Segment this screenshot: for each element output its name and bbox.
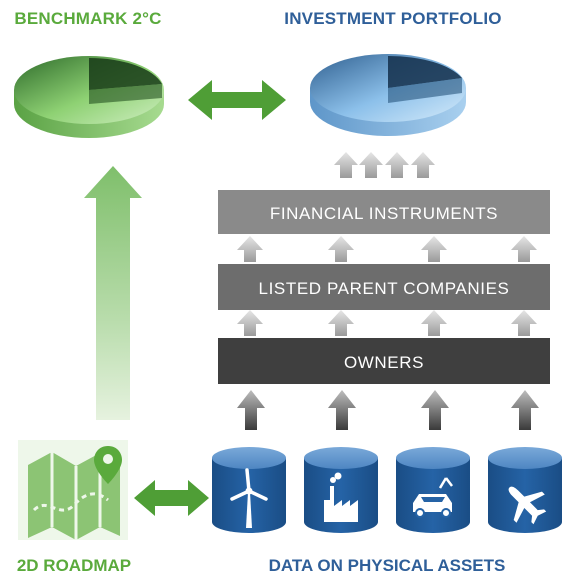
double-arrow-top	[188, 80, 286, 120]
listed-parent-companies-label: LISTED PARENT COMPANIES	[259, 279, 510, 298]
factory-icon	[324, 472, 358, 522]
benchmark-label: BENCHMARK 2°C	[14, 9, 161, 28]
arrows-to-financial-instruments	[237, 236, 537, 262]
owners-bar	[218, 338, 550, 384]
benchmark-pie-icon	[14, 56, 164, 138]
roadmap-label: 2D ROADMAP	[17, 556, 131, 575]
double-arrow-bottom	[134, 480, 209, 516]
portfolio-pie-icon	[310, 54, 466, 136]
physical-assets-label: DATA ON PHYSICAL ASSETS	[269, 556, 506, 575]
arrows-to-owners	[237, 390, 539, 430]
roadmap-map-icon	[18, 440, 128, 540]
listed-parent-companies-bar	[218, 264, 550, 310]
car-icon	[413, 477, 453, 518]
airplane-icon	[508, 486, 547, 525]
financial-instruments-label: FINANCIAL INSTRUMENTS	[270, 204, 498, 223]
portfolio-input-arrows	[334, 152, 435, 178]
arrows-to-listed-parent-companies	[237, 310, 537, 336]
roadmap-to-benchmark-arrow	[84, 166, 142, 420]
wind-turbine-cylinder	[212, 447, 286, 533]
wind-turbine-icon	[230, 468, 268, 528]
portfolio-label: INVESTMENT PORTFOLIO	[284, 9, 501, 28]
car-cylinder	[396, 447, 470, 533]
financial-instruments-bar	[218, 190, 550, 234]
owners-label: OWNERS	[344, 353, 424, 372]
factory-cylinder	[304, 447, 378, 533]
airplane-cylinder	[488, 447, 562, 533]
